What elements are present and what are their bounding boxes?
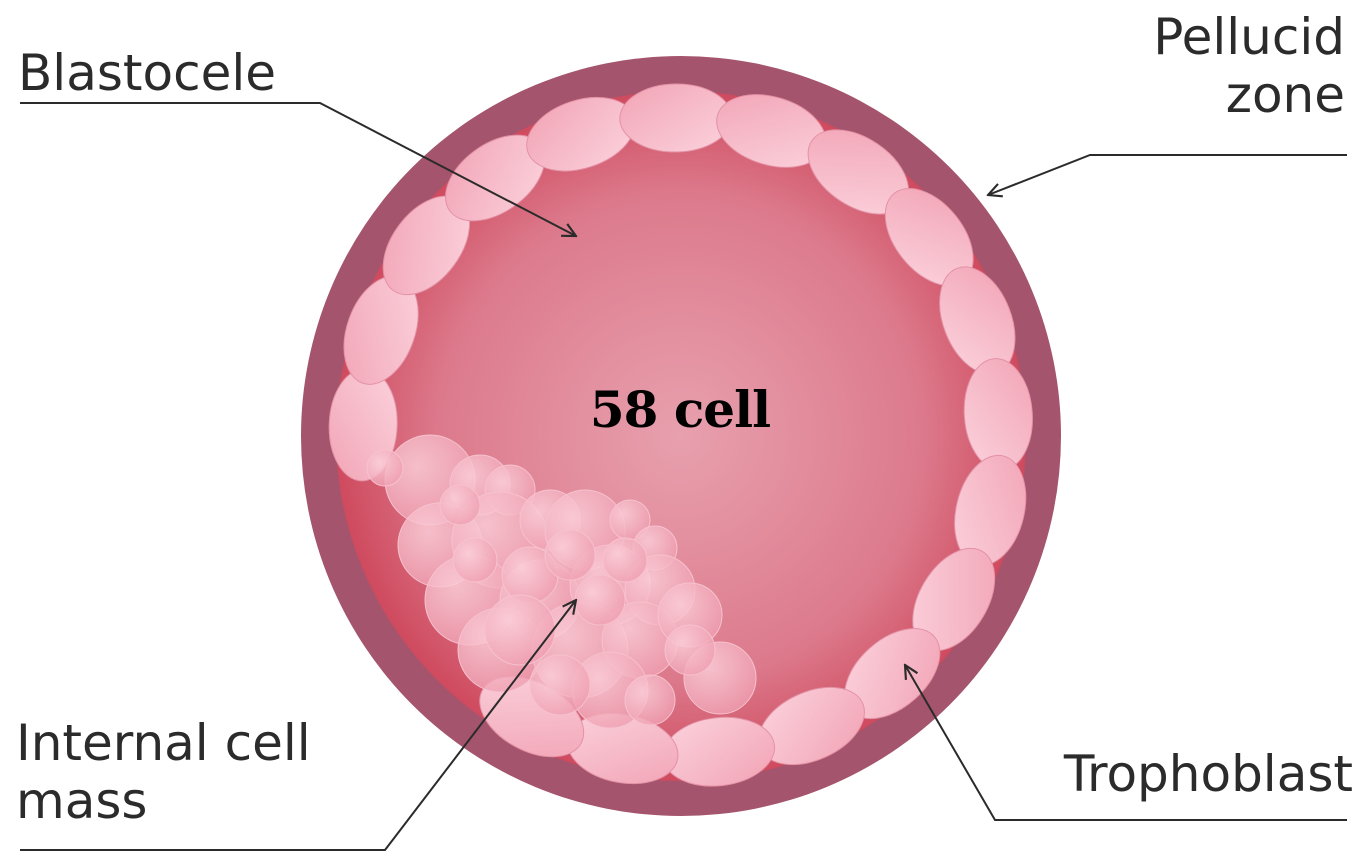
- inner-cell-mass-cell: [545, 530, 595, 580]
- inner-cell-mass-cell: [530, 655, 590, 715]
- pellucid-zone-label-line2: zone: [1153, 66, 1345, 124]
- inner-cell-mass-cell: [603, 538, 647, 582]
- trophoblast-label: Trophoblast: [1064, 745, 1353, 803]
- inner-cell-mass-cell: [625, 675, 675, 725]
- inner-cell-mass-cell: [453, 538, 497, 582]
- internal-cell-mass-label: Internal cell mass: [16, 714, 311, 830]
- pellucid-zone-label: Pellucid zone: [1153, 8, 1345, 124]
- inner-cell-mass-cell: [575, 575, 625, 625]
- pellucid-zone-leader-line: [988, 155, 1347, 195]
- blastocele-label-text: Blastocele: [18, 44, 276, 102]
- trophoblast-label-text: Trophoblast: [1064, 745, 1353, 803]
- blastocele-label: Blastocele: [18, 44, 276, 102]
- internal-cell-mass-label-line2: mass: [16, 772, 311, 830]
- inner-cell-mass-cell: [665, 625, 715, 675]
- inner-cell-mass-cell: [485, 595, 555, 665]
- inner-cell-mass-cell: [367, 450, 403, 486]
- internal-cell-mass-label-line1: Internal cell: [16, 714, 311, 772]
- cell-count-text: 58 cell: [490, 378, 870, 442]
- pellucid-zone-label-line1: Pellucid: [1153, 8, 1345, 66]
- inner-cell-mass-cell: [440, 485, 480, 525]
